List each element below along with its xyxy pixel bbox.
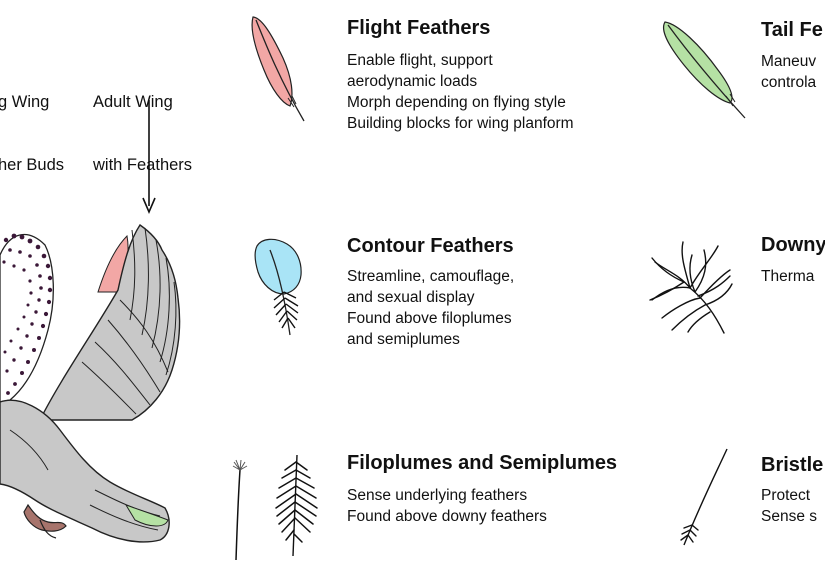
tail-feathers-description: Maneuv controla <box>761 53 817 91</box>
downy-feathers-title: Downy <box>761 234 825 256</box>
tail-feathers-title: Tail Fe <box>761 19 823 41</box>
adult-wing-label: Adult Wing with Feathers <box>93 93 193 174</box>
contour-feathers-description: Streamline, camouflage, and sexual displ… <box>347 268 515 348</box>
bristle-feathers-description: Protect Sense s <box>761 487 818 525</box>
bristle-feathers-title: Bristle <box>761 454 824 476</box>
flight-feathers-description: Enable flight, support aerodynamic loads… <box>347 52 574 132</box>
young-wing-label: g Wing her Buds <box>0 93 65 174</box>
downy-feathers-description: Therma <box>761 268 815 285</box>
contour-feathers-title: Contour Feathers <box>347 235 514 257</box>
filoplumes-semiplumes-title: Filoplumes and Semiplumes <box>347 452 618 474</box>
flight-feathers-title: Flight Feathers <box>347 17 491 39</box>
filoplumes-semiplumes-description: Sense underlying feathers Found above do… <box>347 487 547 525</box>
